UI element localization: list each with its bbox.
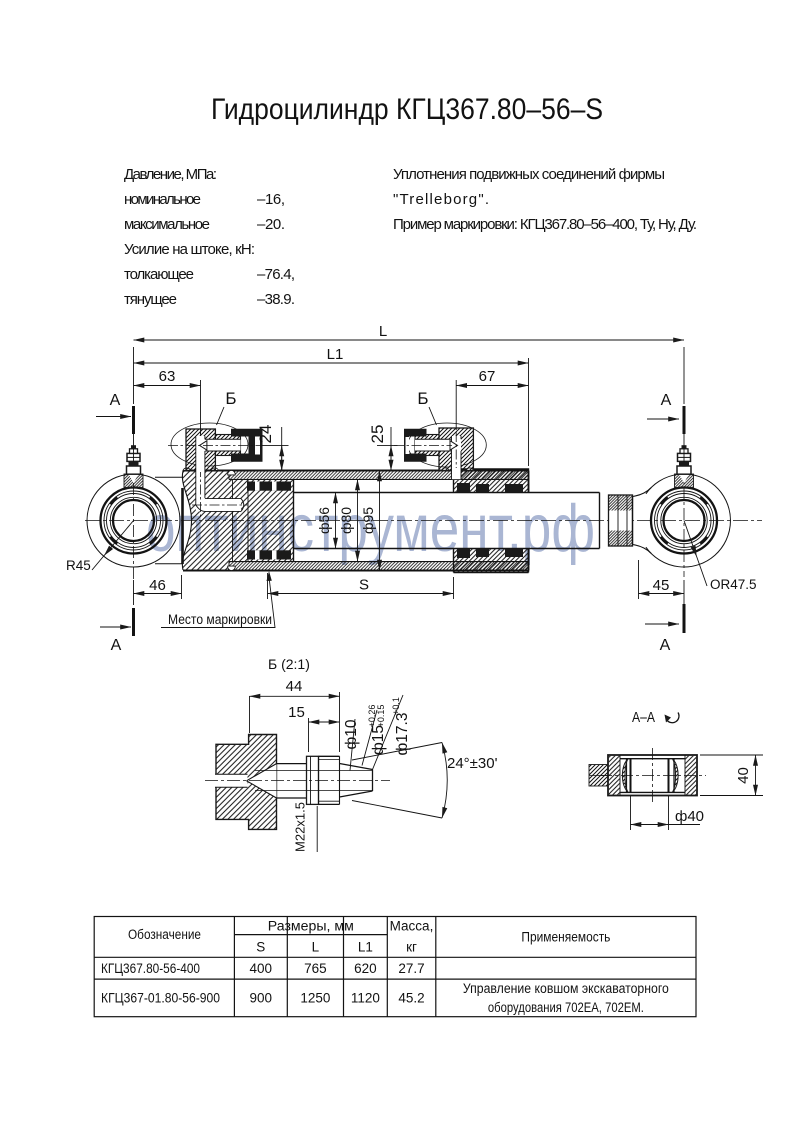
svg-text:номинальное: номинальное (124, 191, 201, 208)
svg-text:Усилие на штоке, кН:: Усилие на штоке, кН: (124, 241, 255, 258)
svg-text:–38.9.: –38.9. (257, 291, 295, 308)
svg-text:оборудования 702ЕА, 702ЕМ.: оборудования 702ЕА, 702ЕМ. (488, 1000, 644, 1015)
svg-text:S: S (256, 940, 265, 955)
svg-text:КГЦ367-01.80-56-900: КГЦ367-01.80-56-900 (101, 991, 220, 1006)
svg-text:Давление, МПа:: Давление, МПа: (124, 166, 217, 183)
svg-text:толкающее: толкающее (124, 266, 194, 283)
svg-text:1120: 1120 (351, 991, 380, 1006)
svg-text:ф17.3: ф17.3 (394, 713, 411, 756)
svg-text:Управление ковшом экскаваторно: Управление ковшом экскаваторного (463, 981, 669, 996)
svg-text:кг: кг (406, 940, 417, 955)
svg-text:Применяемость: Применяемость (521, 930, 610, 945)
svg-text:–76.4,: –76.4, (257, 266, 295, 283)
svg-text:765: 765 (304, 961, 327, 976)
svg-text:ф80: ф80 (338, 507, 354, 534)
svg-text:Масса,: Масса, (390, 919, 434, 934)
svg-text:ф15: ф15 (370, 725, 387, 755)
svg-text:67: 67 (479, 368, 496, 385)
svg-text:OR47.5: OR47.5 (710, 577, 757, 592)
svg-text:24°±30': 24°±30' (447, 755, 498, 772)
svg-text:А–А: А–А (632, 710, 655, 726)
svg-text:400: 400 (250, 961, 273, 976)
svg-text:24: 24 (256, 425, 275, 444)
svg-text:Б (2:1): Б (2:1) (268, 656, 310, 672)
svg-text:А: А (111, 637, 122, 654)
svg-text:+0.15: +0.15 (376, 705, 386, 728)
svg-text:900: 900 (250, 991, 273, 1006)
svg-text:максимальное: максимальное (124, 216, 210, 233)
svg-text:R45: R45 (66, 558, 91, 573)
svg-text:Размеры, мм: Размеры, мм (268, 919, 354, 934)
svg-text:620: 620 (354, 961, 377, 976)
svg-text:Место маркировки: Место маркировки (168, 612, 272, 627)
svg-text:А: А (660, 637, 671, 654)
svg-text:Пример маркировки: КГЦ367.80–5: Пример маркировки: КГЦ367.80–56–400, Ту,… (393, 216, 697, 233)
svg-text:L1: L1 (327, 346, 344, 363)
svg-text:45: 45 (653, 577, 670, 594)
svg-text:М22х1.5: М22х1.5 (293, 802, 308, 852)
svg-text:15: 15 (288, 704, 305, 721)
svg-text:Б: Б (225, 389, 236, 408)
svg-text:L1: L1 (358, 940, 373, 955)
svg-text:63: 63 (159, 368, 176, 385)
svg-text:40: 40 (735, 767, 752, 784)
svg-text:ф95: ф95 (360, 507, 376, 534)
svg-text:Обозначение: Обозначение (128, 927, 201, 942)
svg-text:L: L (379, 323, 387, 340)
svg-text:ф40: ф40 (675, 808, 704, 825)
svg-text:44: 44 (286, 678, 303, 695)
svg-text:А: А (110, 392, 121, 409)
svg-text:L: L (312, 940, 320, 955)
svg-text:тянущее: тянущее (124, 291, 177, 308)
svg-text:+0.26: +0.26 (367, 705, 377, 728)
svg-text:Уплотнения подвижных соединени: Уплотнения подвижных соединений фирмы (393, 166, 665, 183)
svg-text:1250: 1250 (300, 991, 330, 1006)
svg-text:Гидроцилиндр КГЦ367.80–56–S: Гидроцилиндр КГЦ367.80–56–S (211, 93, 603, 126)
svg-text:+0.1: +0.1 (391, 697, 401, 715)
svg-text:"Trelleborg".: "Trelleborg". (393, 191, 489, 208)
svg-text:46: 46 (149, 577, 166, 594)
svg-text:45.2: 45.2 (398, 991, 424, 1006)
svg-text:S: S (359, 577, 369, 594)
svg-text:КГЦ367.80-56-400: КГЦ367.80-56-400 (101, 961, 200, 976)
svg-text:А: А (661, 392, 672, 409)
svg-text:27.7: 27.7 (398, 961, 424, 976)
svg-text:Б: Б (417, 389, 428, 408)
svg-text:–16,: –16, (257, 191, 285, 208)
svg-text:ф10: ф10 (343, 719, 360, 749)
svg-text:ф56: ф56 (316, 507, 332, 534)
svg-text:–20.: –20. (257, 216, 285, 233)
svg-text:25: 25 (368, 425, 387, 444)
